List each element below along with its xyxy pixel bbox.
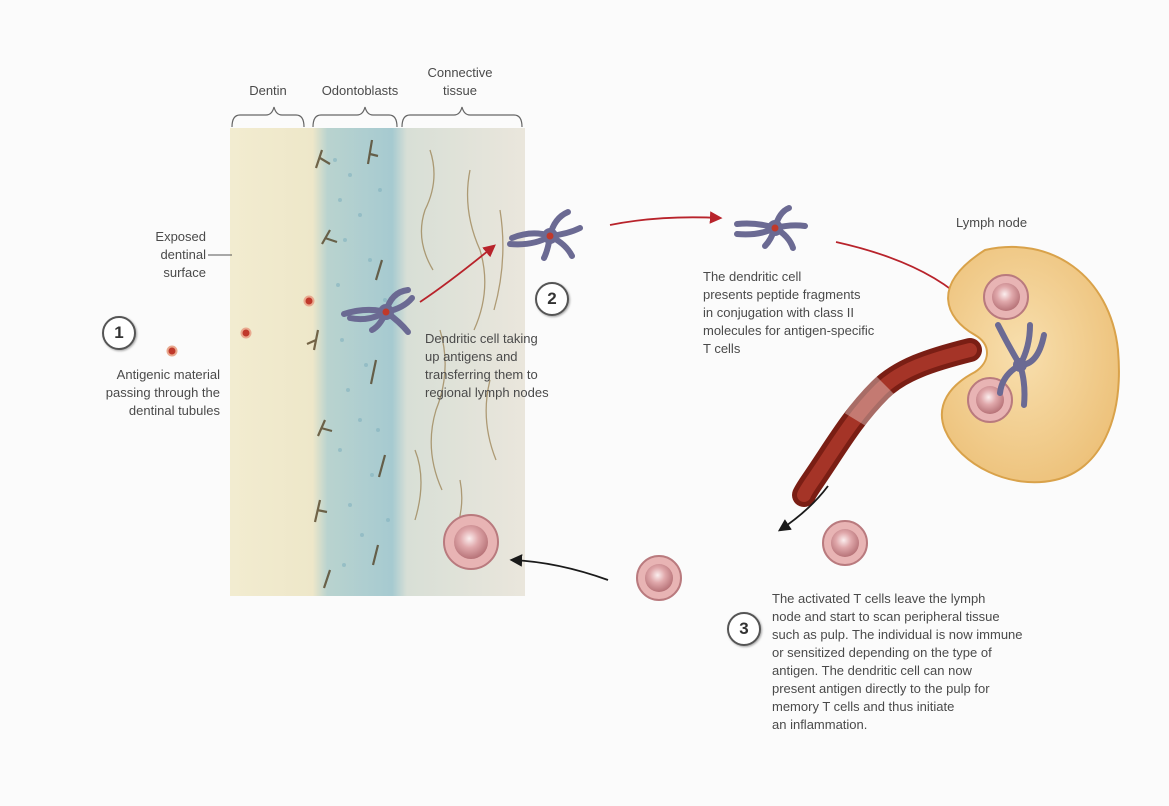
lymph-node-label: Lymph node: [956, 214, 1056, 232]
odontoblasts-label: Odontoblasts: [312, 82, 408, 100]
presentation-text: The dendritic cell presents peptide frag…: [703, 268, 918, 358]
dendritic-cell-presenting: [737, 208, 805, 248]
step-3-text: The activated T cells leave the lymph no…: [772, 590, 1072, 734]
step-2-text: Dendritic cell taking up antigens and tr…: [425, 330, 595, 402]
step-1-badge: 1: [102, 316, 136, 350]
step-2-badge: 2: [535, 282, 569, 316]
step-1-text: Antigenic material passing through the d…: [60, 366, 220, 420]
header-brackets: [232, 107, 522, 127]
connective-tissue-label: Connective tissue: [400, 64, 520, 100]
dentin-label: Dentin: [236, 82, 300, 100]
step-3-badge: 3: [727, 612, 761, 646]
lymph-node: [942, 247, 1119, 482]
exposed-surface-label: Exposed dentinal surface: [110, 228, 206, 282]
